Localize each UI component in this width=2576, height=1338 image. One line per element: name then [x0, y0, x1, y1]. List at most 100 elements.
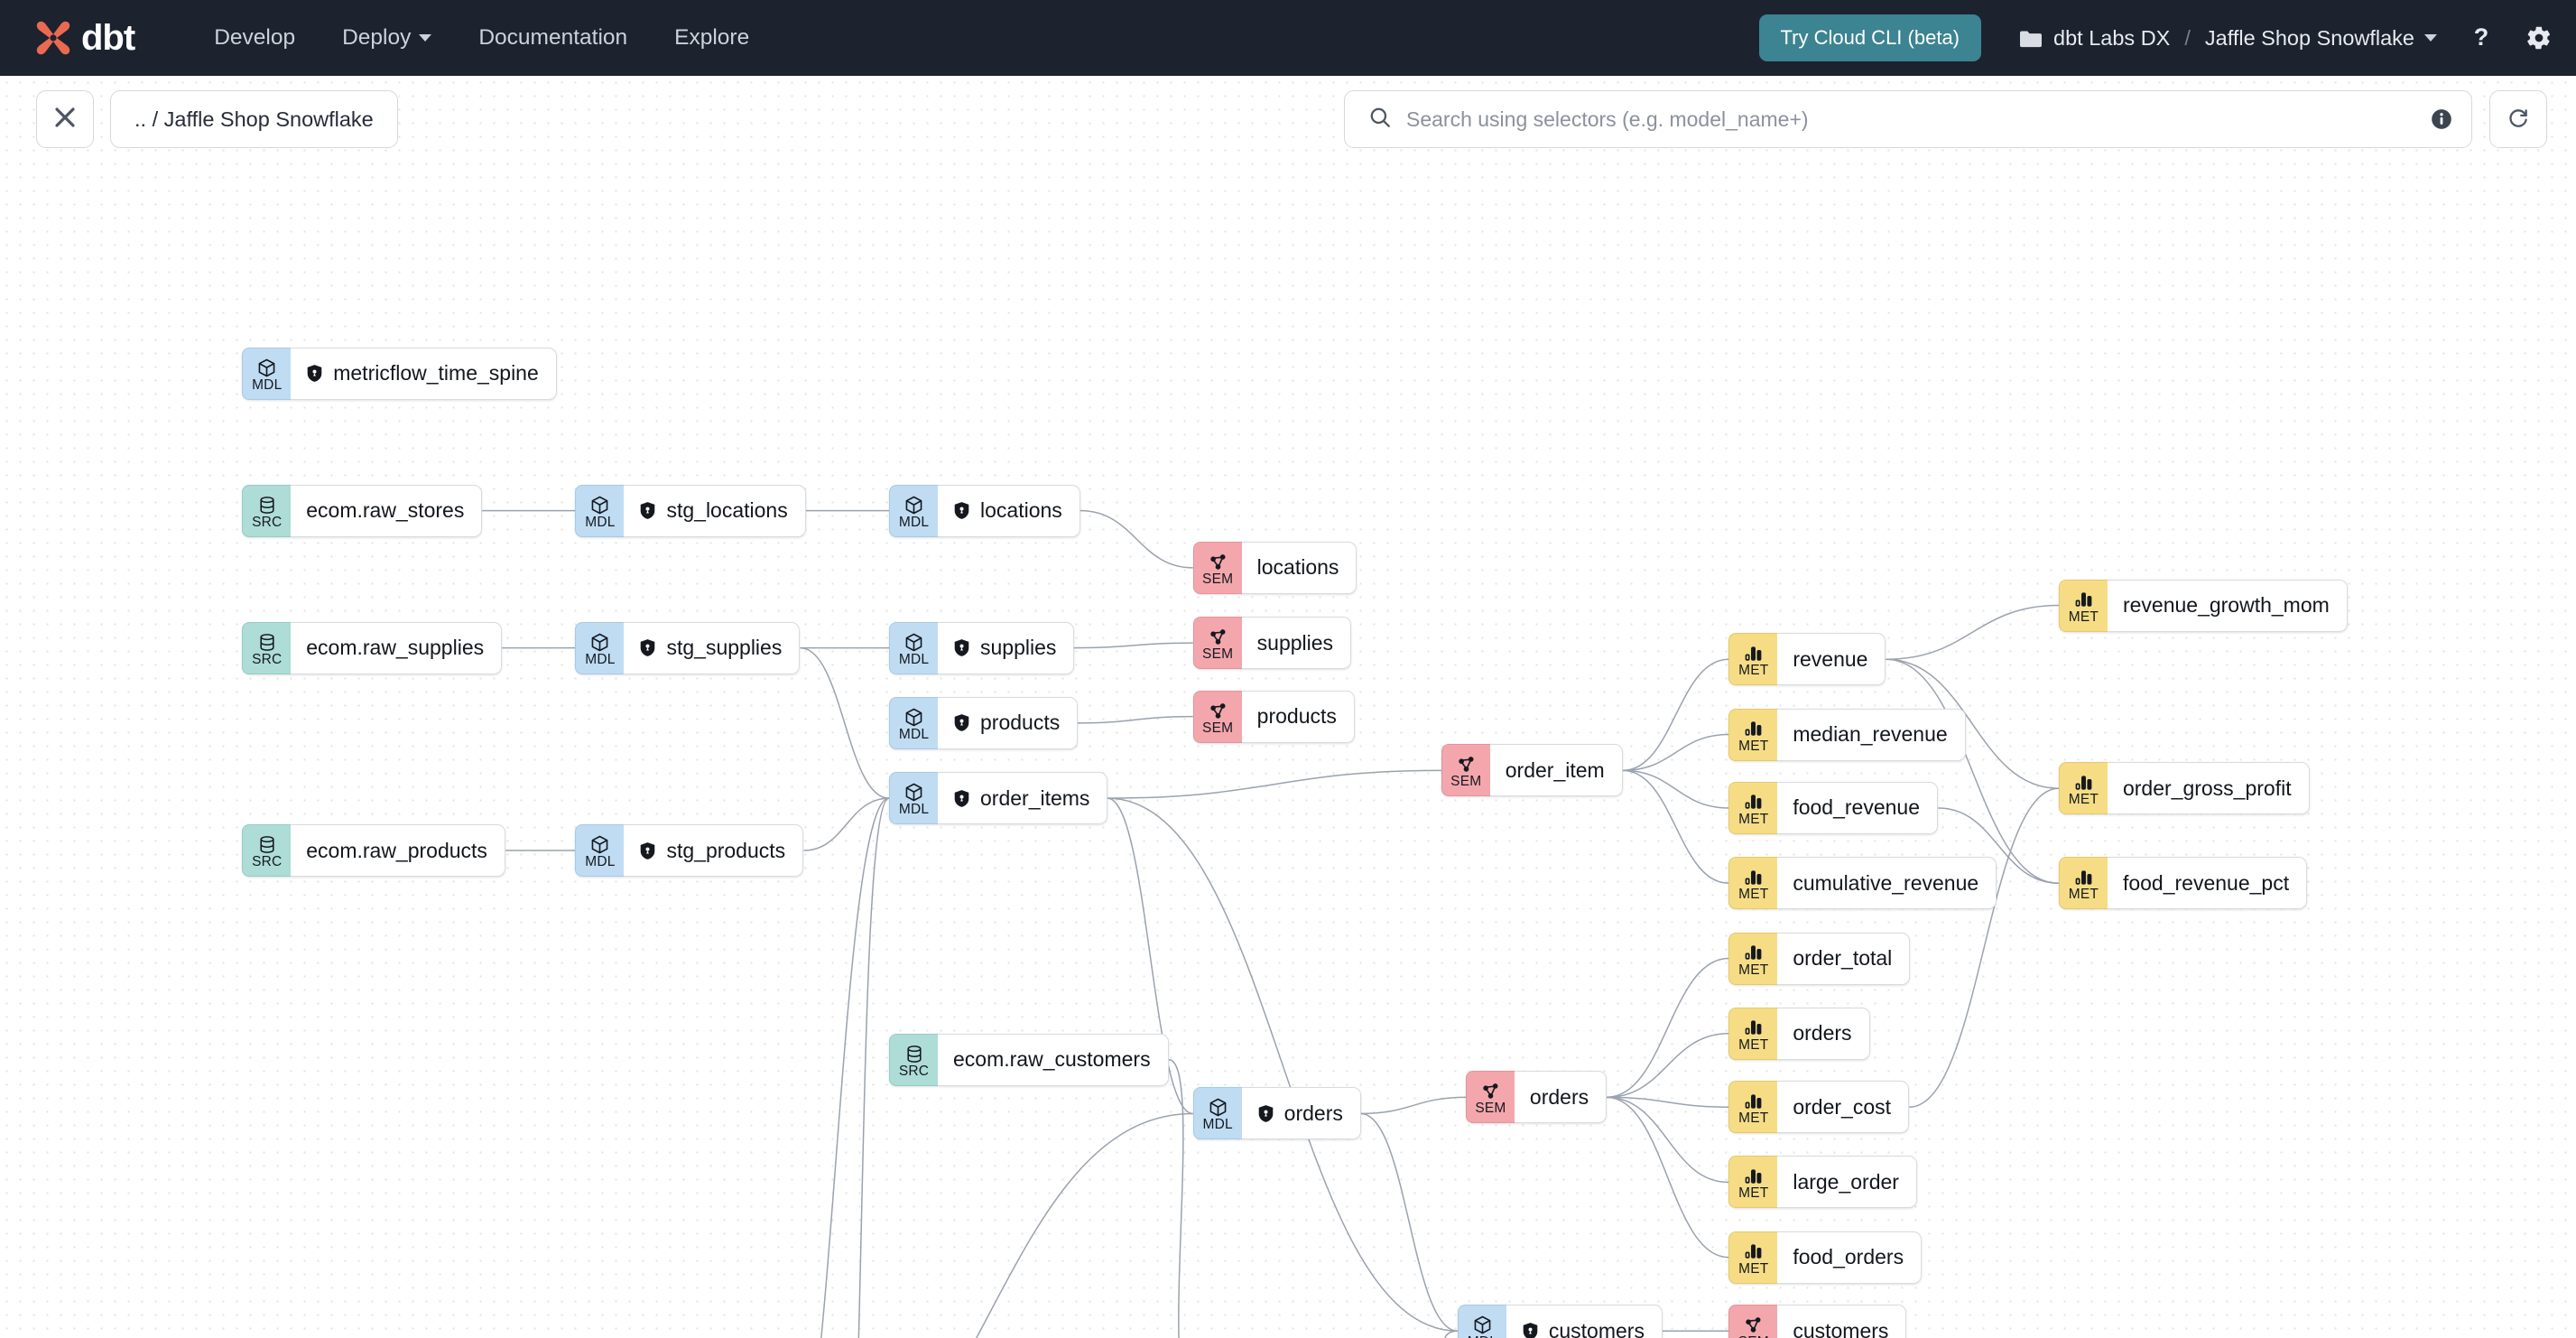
- lineage-node-met_orders[interactable]: MET orders: [1728, 1007, 1870, 1060]
- shield-icon: [1257, 1104, 1274, 1123]
- project-selector[interactable]: Jaffle Shop Snowflake: [2205, 26, 2437, 51]
- try-cloud-cli-button[interactable]: Try Cloud CLI (beta): [1758, 14, 1982, 61]
- lineage-edge: [820, 797, 890, 1338]
- cube-icon: [256, 358, 277, 378]
- database-icon: [904, 1044, 924, 1064]
- lineage-edge: [1622, 769, 1729, 884]
- node-label: order_item: [1505, 757, 1605, 782]
- lineage-edge: [1107, 797, 1458, 1332]
- chevron-down-icon: [419, 34, 432, 42]
- nav-develop[interactable]: Develop: [190, 16, 319, 60]
- chevron-down-icon: [2424, 34, 2437, 42]
- node-label: food_orders: [1793, 1245, 1904, 1269]
- node-label: products: [980, 711, 1061, 735]
- node-label: ecom.raw_supplies: [306, 636, 485, 660]
- node-type-badge-met: MET: [1728, 932, 1778, 985]
- lineage-edge: [1938, 807, 2059, 884]
- project-name: Jaffle Shop Snowflake: [2204, 25, 2414, 50]
- node-type-label: MDL: [898, 651, 930, 667]
- node-body: order_item: [1489, 744, 1623, 797]
- info-icon[interactable]: [2430, 107, 2453, 131]
- node-label: order_items: [980, 785, 1090, 810]
- node-label: metricflow_time_spine: [333, 361, 539, 386]
- node-type-badge-mdl: MDL: [889, 696, 938, 749]
- node-body: large_order: [1777, 1156, 1917, 1209]
- node-type-badge-mdl: MDL: [575, 824, 625, 878]
- lineage-node-products[interactable]: MDL products: [889, 696, 1079, 749]
- node-body: stg_products: [624, 824, 804, 878]
- database-icon: [257, 834, 277, 855]
- node-type-badge-met: MET: [2058, 579, 2108, 632]
- lineage-node-sem_customers[interactable]: SEMcustomers: [1728, 1305, 1907, 1338]
- nav-deploy[interactable]: Deploy: [319, 16, 455, 60]
- node-type-label: SEM: [1475, 1101, 1506, 1117]
- breadcrumb-label: .. / Jaffle Shop Snowflake: [134, 107, 374, 131]
- question-mark-icon[interactable]: ?: [2468, 24, 2495, 51]
- account-name[interactable]: dbt Labs DX: [2053, 25, 2171, 50]
- search-bar[interactable]: [1344, 90, 2472, 148]
- refresh-button[interactable]: [2489, 90, 2547, 148]
- semantic-graph-icon: [1208, 627, 1228, 647]
- cube-icon: [903, 632, 924, 653]
- semantic-graph-icon: [1743, 1315, 1764, 1335]
- nav-documentation[interactable]: Documentation: [455, 16, 651, 60]
- node-type-badge-met: MET: [1728, 857, 1778, 910]
- lineage-edge: [1606, 1033, 1729, 1099]
- breadcrumb[interactable]: .. / Jaffle Shop Snowflake: [110, 90, 398, 148]
- primary-nav: Develop Deploy Documentation Explore: [190, 16, 773, 60]
- cube-icon: [903, 707, 924, 728]
- bar-chart-icon: [2073, 867, 2094, 887]
- node-body: ecom.raw_stores: [291, 484, 483, 537]
- node-type-label: MDL: [585, 651, 616, 667]
- bar-chart-icon: [1743, 867, 1764, 887]
- node-label: orders: [1793, 1021, 1852, 1045]
- search-input[interactable]: [1406, 107, 2430, 132]
- lineage-edge: [1360, 1112, 1458, 1332]
- bar-chart-icon: [1743, 943, 1764, 963]
- node-type-badge-met: MET: [1728, 708, 1778, 761]
- node-body: customers: [1777, 1305, 1907, 1338]
- node-type-badge-mdl: MDL: [575, 484, 625, 537]
- node-type-label: MET: [2068, 792, 2099, 808]
- node-type-badge-met: MET: [2058, 857, 2108, 910]
- close-button[interactable]: [36, 90, 94, 148]
- node-type-badge-sem: SEM: [1192, 541, 1242, 594]
- nav-explore[interactable]: Explore: [651, 16, 773, 60]
- node-type-badge-sem: SEM: [1192, 617, 1242, 670]
- node-type-label: MET: [1738, 962, 1769, 978]
- lineage-node-customers_mdl[interactable]: MDLcustomers: [1457, 1305, 1663, 1338]
- node-type-badge-met: MET: [1728, 1007, 1778, 1060]
- dbt-logo[interactable]: dbt: [32, 17, 135, 59]
- node-type-label: SRC: [898, 1063, 930, 1079]
- gear-icon[interactable]: [2525, 24, 2553, 51]
